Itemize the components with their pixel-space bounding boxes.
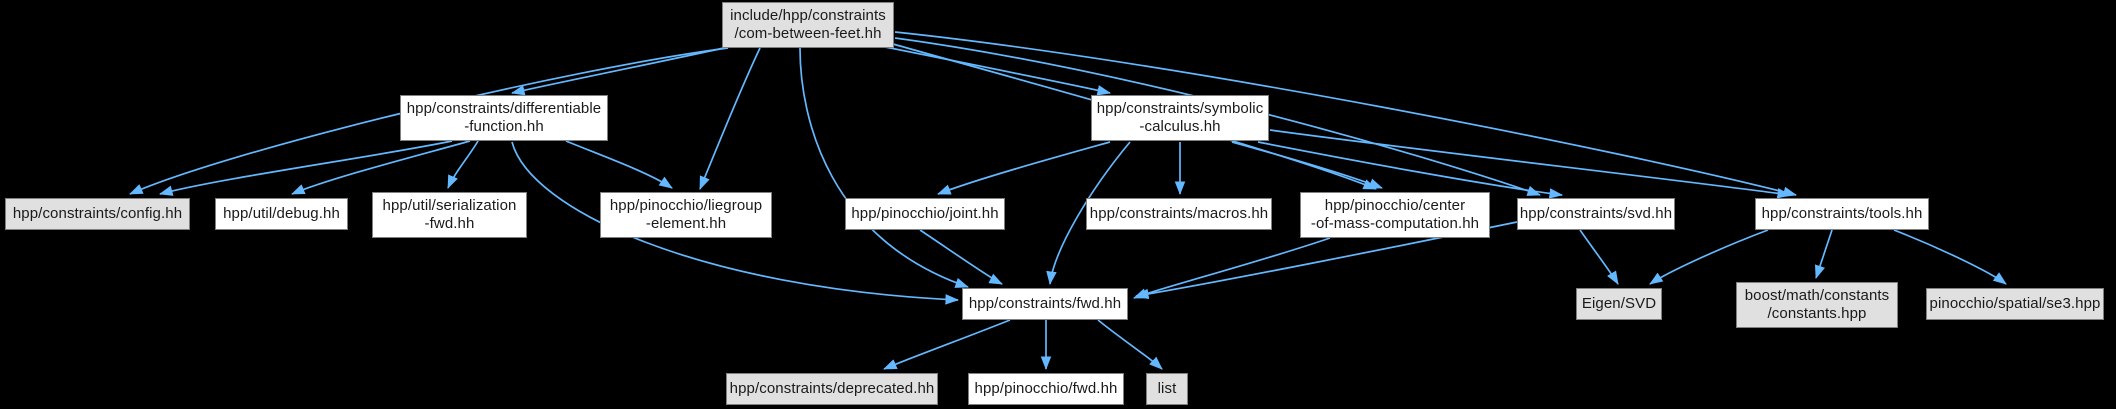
- graph-edge: [159, 140, 453, 196]
- graph-node-label: hpp/pinocchio/liegroup -element.hh: [609, 197, 763, 232]
- graph-node-macros[interactable]: hpp/constraints/macros.hh: [1086, 198, 1272, 230]
- graph-node-label: hpp/pinocchio/joint.hh: [851, 205, 999, 223]
- graph-edge: [894, 31, 1797, 197]
- graph-edge: [1269, 129, 1792, 199]
- graph-node-label: hpp/util/debug.hh: [223, 205, 340, 223]
- graph-node-label: hpp/constraints/deprecated.hh: [729, 380, 935, 398]
- graph-node-pinocchio_fwd[interactable]: hpp/pinocchio/fwd.hh: [968, 373, 1124, 405]
- graph-edge: [1097, 319, 1163, 370]
- graph-edge: [699, 47, 761, 190]
- graph-edge: [1649, 229, 1769, 285]
- graph-node-symbolic_calc[interactable]: hpp/constraints/symbolic -calculus.hh: [1091, 95, 1269, 141]
- graph-node-label: hpp/constraints/tools.hh: [1761, 205, 1923, 223]
- graph-edge: [1257, 141, 1564, 199]
- graph-edge: [1893, 229, 2007, 285]
- graph-node-liegroup_element[interactable]: hpp/pinocchio/liegroup -element.hh: [600, 192, 772, 238]
- graph-node-joint[interactable]: hpp/pinocchio/joint.hh: [845, 198, 1005, 230]
- graph-edge: [565, 140, 673, 189]
- graph-edge: [1133, 237, 1331, 299]
- graph-edge: [1579, 229, 1619, 285]
- graph-node-svd[interactable]: hpp/constraints/svd.hh: [1517, 198, 1675, 230]
- graph-edge: [919, 229, 1003, 285]
- graph-node-label: boost/math/constants /constants.hpp: [1744, 287, 1890, 322]
- graph-edge: [291, 140, 471, 195]
- graph-edge: [937, 141, 1111, 195]
- graph-node-label: Eigen/SVD: [1581, 295, 1657, 313]
- graph-node-label: hpp/constraints/differentiable -function…: [406, 100, 602, 135]
- graph-node-label: hpp/constraints/svd.hh: [1519, 205, 1673, 223]
- graph-node-se3[interactable]: pinocchio/spatial/se3.hpp: [1926, 288, 2104, 320]
- graph-edge: [1046, 141, 1131, 286]
- graph-node-serialization_fwd[interactable]: hpp/util/serialization -fwd.hh: [372, 192, 527, 238]
- graph-node-com_computation[interactable]: hpp/pinocchio/center -of-mass-computatio…: [1300, 192, 1490, 238]
- graph-edge: [883, 319, 1011, 370]
- graph-edge: [511, 141, 960, 305]
- graph-edge: [447, 140, 479, 189]
- graph-node-label: pinocchio/spatial/se3.hpp: [1929, 295, 2101, 313]
- graph-node-list[interactable]: list: [1146, 373, 1188, 405]
- graph-node-config[interactable]: hpp/constraints/config.hh: [5, 198, 190, 230]
- graph-node-fwd[interactable]: hpp/constraints/fwd.hh: [962, 288, 1128, 320]
- graph-node-label: list: [1157, 380, 1177, 398]
- graph-node-label: hpp/constraints/symbolic -calculus.hh: [1096, 100, 1264, 135]
- graph-edge: [879, 45, 1111, 96]
- graph-node-label: hpp/constraints/config.hh: [12, 205, 183, 223]
- graph-edge: [799, 47, 969, 288]
- graph-node-debug[interactable]: hpp/util/debug.hh: [215, 198, 348, 230]
- graph-node-com_between_feet[interactable]: include/hpp/constraints /com-between-fee…: [722, 2, 894, 48]
- graph-node-label: hpp/pinocchio/center -of-mass-computatio…: [1310, 197, 1480, 232]
- graph-node-label: hpp/util/serialization -fwd.hh: [382, 197, 517, 232]
- graph-edge: [511, 47, 725, 96]
- graph-node-label: hpp/pinocchio/fwd.hh: [974, 380, 1118, 398]
- graph-edge: [1231, 141, 1383, 189]
- graph-node-label: hpp/constraints/fwd.hh: [968, 295, 1122, 313]
- graph-node-tools[interactable]: hpp/constraints/tools.hh: [1755, 198, 1929, 230]
- graph-node-label: hpp/constraints/macros.hh: [1089, 205, 1269, 223]
- graph-edge: [1814, 229, 1833, 279]
- graph-node-eigen_svd[interactable]: Eigen/SVD: [1576, 288, 1662, 320]
- graph-node-deprecated[interactable]: hpp/constraints/deprecated.hh: [726, 373, 938, 405]
- graph-node-label: include/hpp/constraints /com-between-fee…: [730, 7, 886, 42]
- graph-node-diff_function[interactable]: hpp/constraints/differentiable -function…: [400, 95, 608, 141]
- graph-node-boost_constants[interactable]: boost/math/constants /constants.hpp: [1736, 282, 1898, 328]
